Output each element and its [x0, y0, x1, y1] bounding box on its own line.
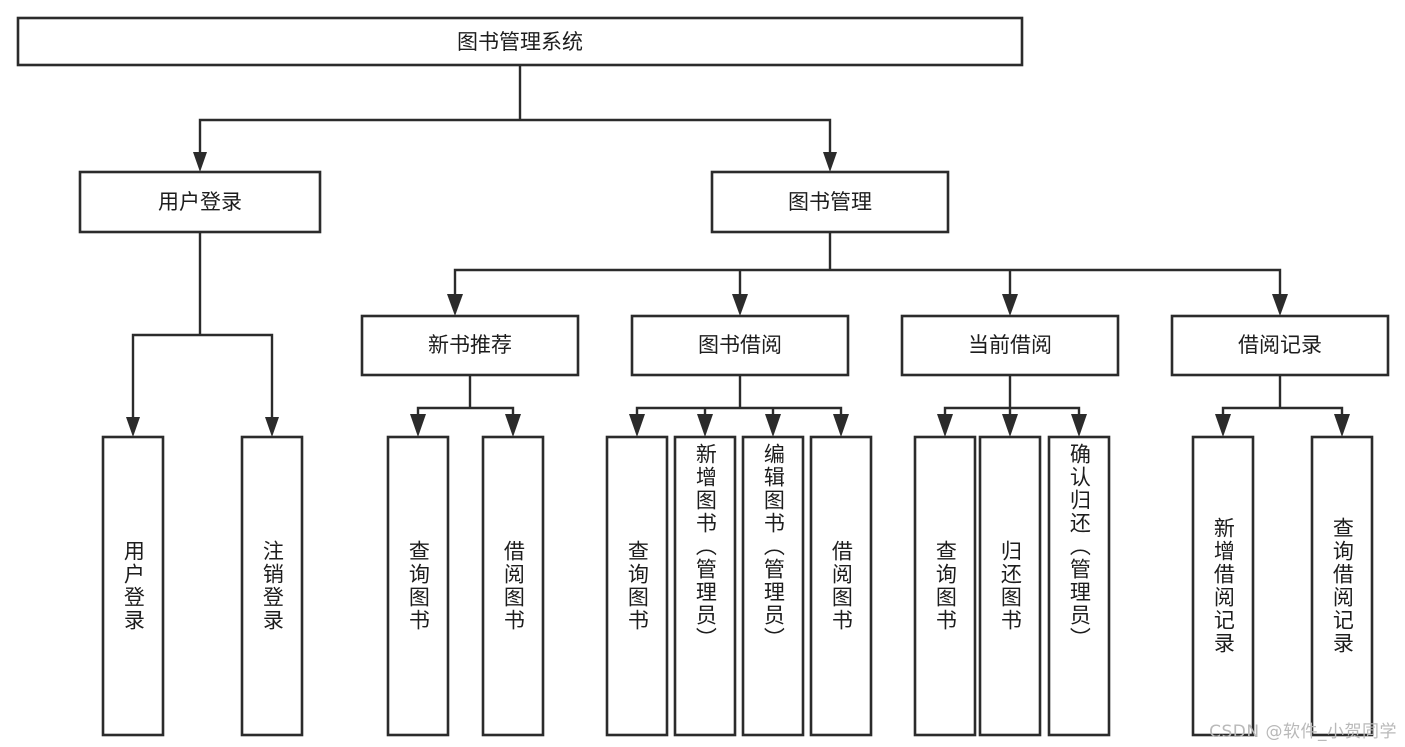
node-root[interactable]: 图书管理系统	[16, 16, 1024, 67]
node-book-borrow-label: 图书借阅	[698, 333, 782, 357]
arrow-to-current-borrow	[1002, 294, 1018, 316]
arrow-to-new-book-recommend	[447, 294, 463, 316]
edge-newbook-bus	[416, 373, 515, 424]
node-borrow-record[interactable]: 借阅记录	[1170, 314, 1390, 377]
node-user-login-label: 用户登录	[158, 190, 242, 214]
node-book-manage[interactable]: 图书管理	[710, 170, 950, 234]
node-user-login[interactable]: 用户登录	[78, 170, 322, 234]
arrow-to-leaf-nb-borrow	[505, 414, 521, 437]
leaf-box-user-logout[interactable]	[240, 435, 304, 737]
edge-bookborrow-bus	[635, 373, 843, 424]
arrow-to-leaf-br-query	[1334, 414, 1350, 437]
edges-layer	[126, 63, 1350, 437]
leaf-box-br-query-record[interactable]	[1310, 435, 1374, 737]
watermark: CSDN @软件_小贺同学	[1209, 722, 1397, 742]
arrow-to-leaf-nb-query	[410, 414, 426, 437]
arrow-to-leaf-user-login	[126, 417, 140, 437]
arrow-to-leaf-bb-add	[697, 414, 713, 437]
edge-bookmanage-bus	[453, 230, 1282, 304]
arrow-to-borrow-record	[1272, 294, 1288, 316]
leaf-box-br-add-record[interactable]	[1191, 435, 1255, 737]
node-new-book-recommend-label: 新书推荐	[428, 333, 512, 357]
leaf-box-cb-return-book[interactable]	[978, 435, 1042, 737]
leaf-box-bb-add-book[interactable]	[673, 435, 737, 737]
node-book-manage-label: 图书管理	[788, 190, 872, 214]
leaf-box-nb-borrow-book[interactable]	[481, 435, 545, 737]
arrow-to-leaf-cb-return	[1002, 414, 1018, 437]
leaf-box-bb-query-book[interactable]	[605, 435, 669, 737]
edge-root-bus	[198, 63, 832, 162]
arrow-to-leaf-bb-edit	[765, 414, 781, 437]
leaf-box-cb-query-book[interactable]	[913, 435, 977, 737]
arrow-to-user-login	[193, 152, 207, 172]
node-root-label: 图书管理系统	[457, 30, 583, 54]
arrow-to-book-manage	[823, 152, 837, 172]
edge-userlogin-bus	[131, 230, 274, 427]
edge-borrowrecord-bus	[1221, 373, 1344, 424]
leaf-box-bb-borrow-book[interactable]	[809, 435, 873, 737]
arrow-to-leaf-br-add	[1215, 414, 1231, 437]
leaf-box-cb-confirm-return[interactable]	[1047, 435, 1111, 737]
arrow-to-leaf-user-logout	[265, 417, 279, 437]
nodes-layer: 图书管理系统 用户登录 图书管理 新书推荐 图书借阅 当前	[16, 16, 1390, 737]
arrow-to-book-borrow	[732, 294, 748, 316]
arrow-to-leaf-cb-query	[937, 414, 953, 437]
node-current-borrow-label: 当前借阅	[968, 333, 1052, 357]
node-borrow-record-label: 借阅记录	[1238, 333, 1322, 357]
arrow-to-leaf-bb-borrow	[833, 414, 849, 437]
arrow-to-leaf-cb-confirm	[1071, 414, 1087, 437]
node-book-borrow[interactable]: 图书借阅	[630, 314, 850, 377]
arrow-to-leaf-bb-query	[629, 414, 645, 437]
node-new-book-recommend[interactable]: 新书推荐	[360, 314, 580, 377]
leaf-box-user-login[interactable]	[101, 435, 165, 737]
node-current-borrow[interactable]: 当前借阅	[900, 314, 1120, 377]
leaf-box-nb-query-book[interactable]	[386, 435, 450, 737]
leaf-box-bb-edit-book[interactable]	[741, 435, 805, 737]
